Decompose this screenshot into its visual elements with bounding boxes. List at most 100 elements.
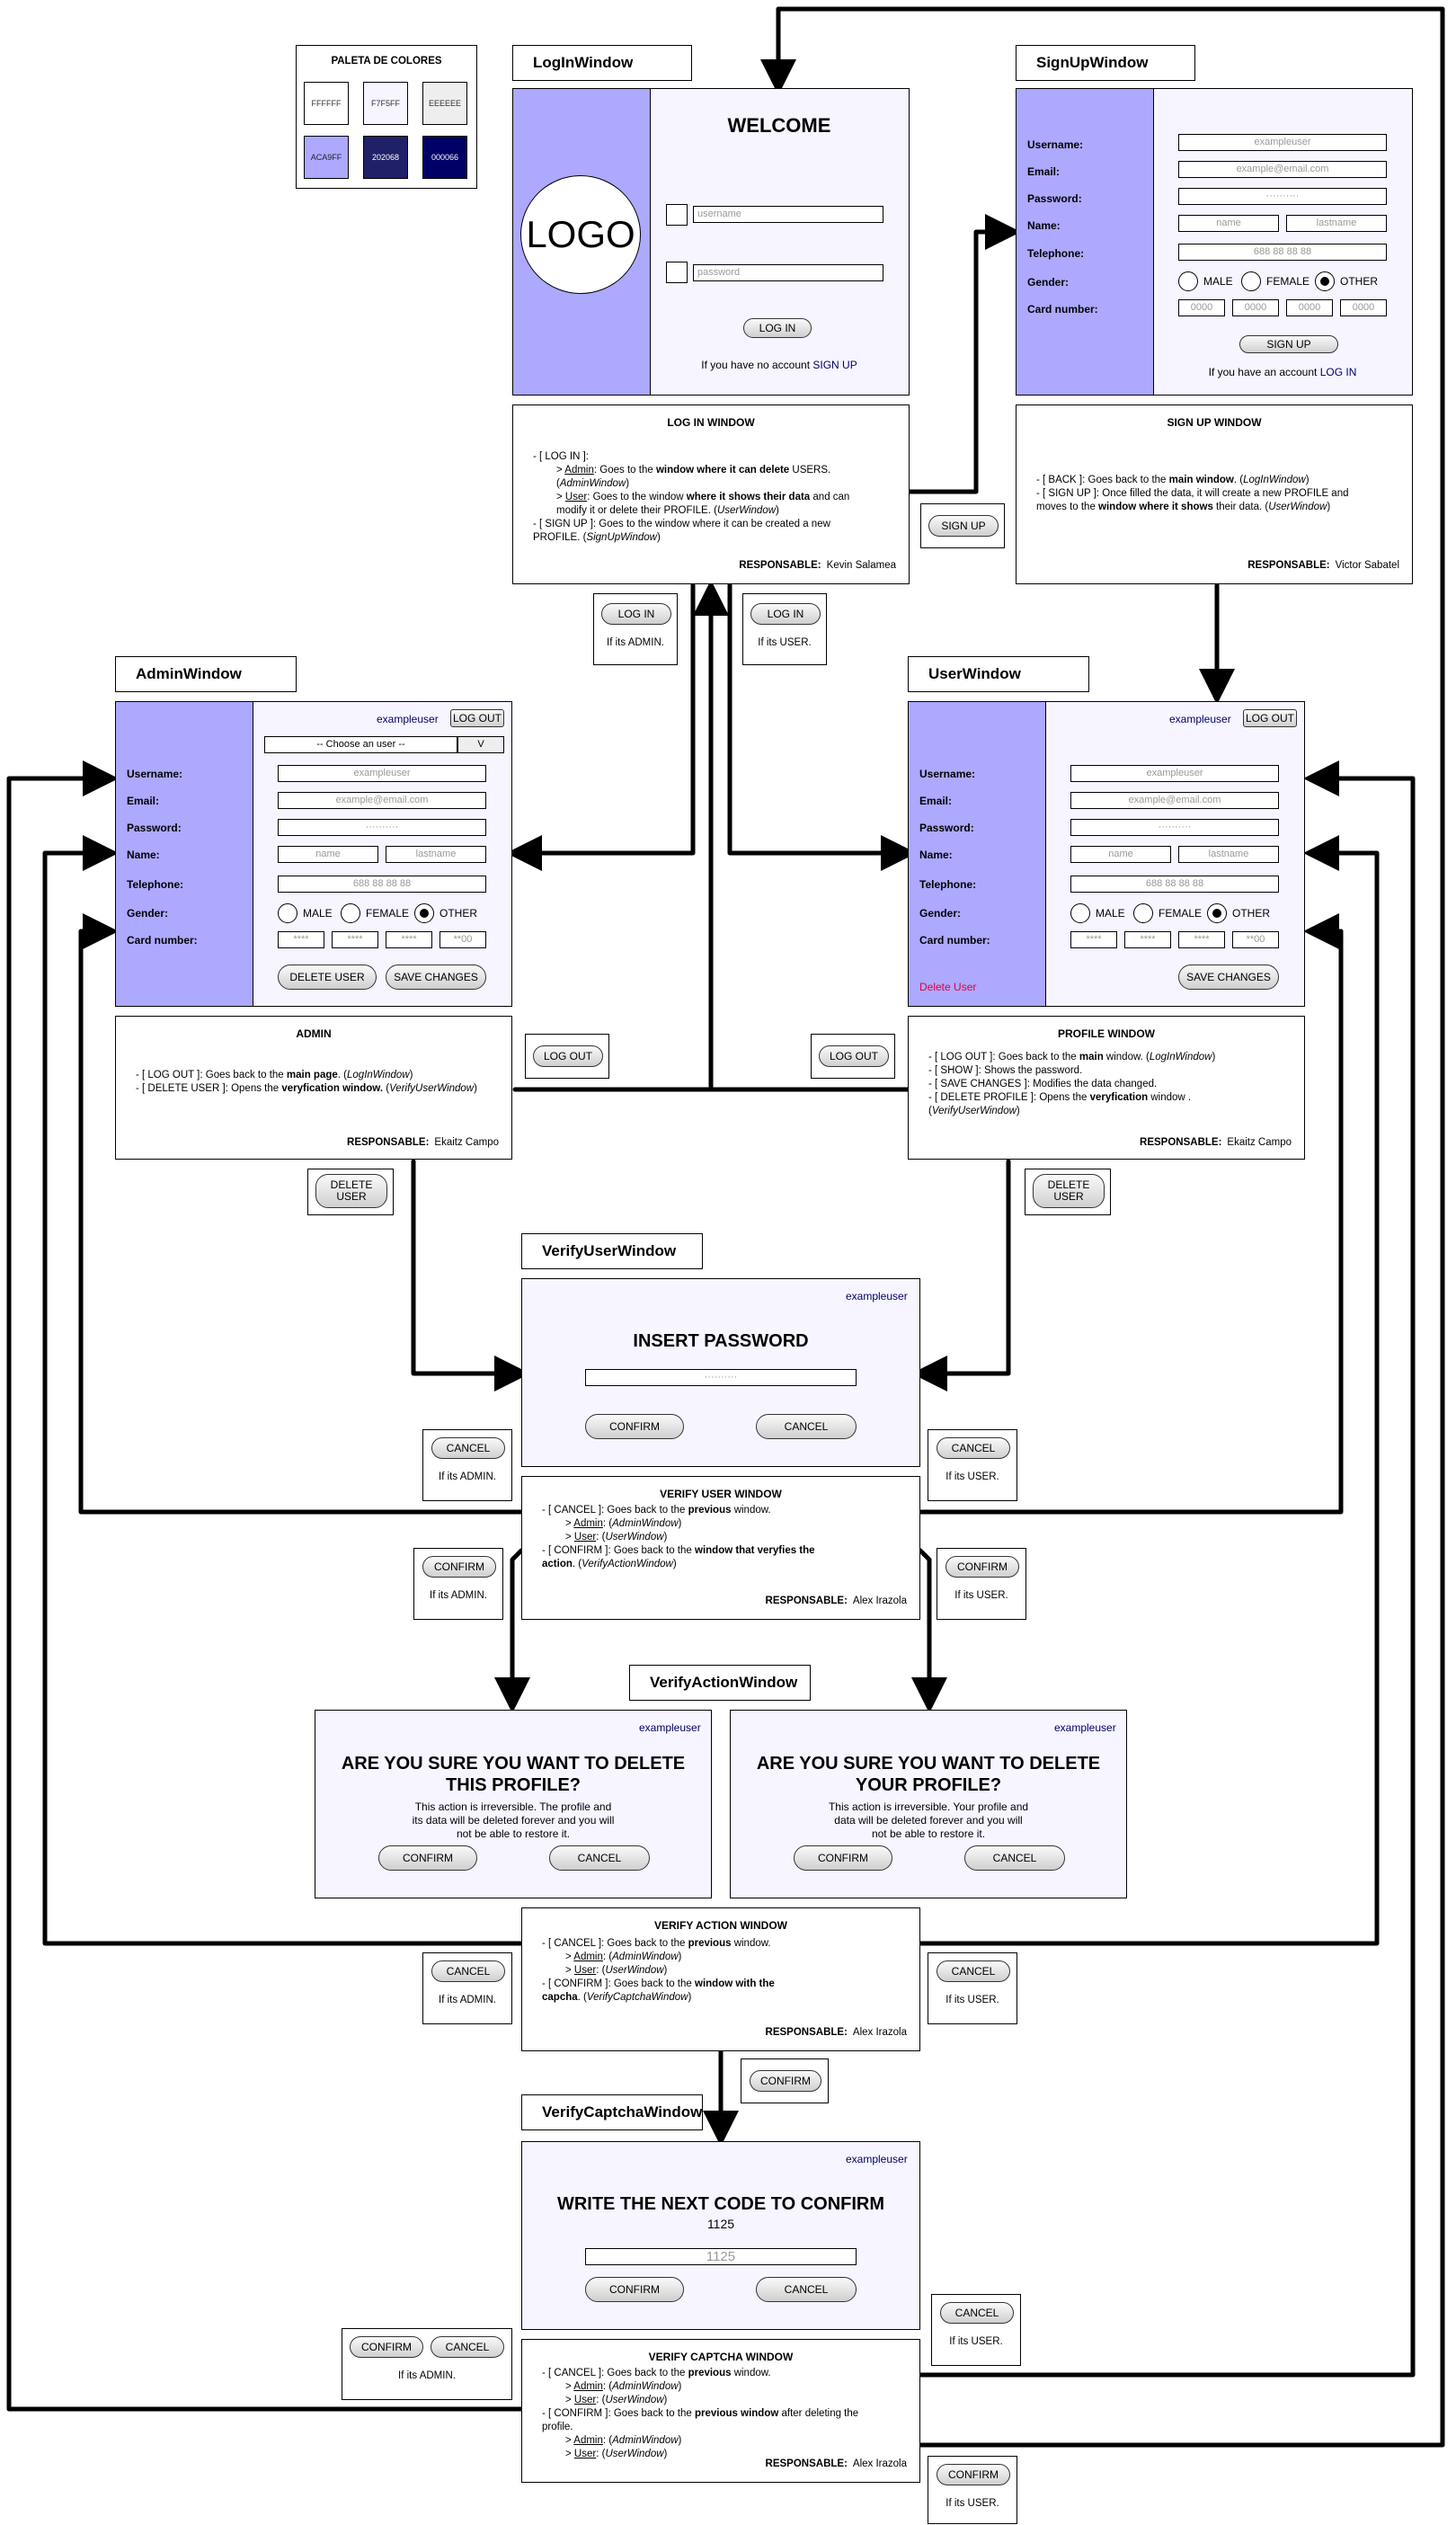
login-responsable: Kevin Salamea	[826, 560, 896, 571]
signup-trigger-button[interactable]: SIGN UP	[928, 515, 999, 537]
captcha-confirm-admin-trigger[interactable]: CONFIRM	[350, 2336, 423, 2358]
swatch-aca9ff: ACA9FF	[304, 136, 349, 179]
connector-verifyuser-cancel-user	[918, 913, 1344, 1515]
verifycaptcha-description: VERIFY CAPTCHA WINDOW - [ CANCEL ]: Goes…	[521, 2339, 920, 2483]
username-checkbox[interactable]	[666, 204, 688, 226]
signup-description: SIGN UP WINDOW - [ BACK ]: Goes back to …	[1016, 405, 1413, 584]
captcha-confirm-user-trigger[interactable]: CONFIRM	[937, 2464, 1010, 2485]
verifyaction-cancel-admin-trigger[interactable]: CANCEL	[431, 1960, 505, 1982]
verifycaptcha-window: exampleuser WRITE THE NEXT CODE TO CONFI…	[521, 2141, 920, 2330]
captcha-cancel-user-trigger[interactable]: CANCEL	[940, 2302, 1014, 2324]
signup-card-2[interactable]: 0000	[1232, 299, 1279, 316]
login-user-trigger[interactable]: LOG IN	[750, 603, 821, 625]
login-link[interactable]: LOG IN	[1319, 366, 1357, 378]
signup-name-input[interactable]: name	[1178, 215, 1279, 232]
signup-button[interactable]: SIGN UP	[1239, 335, 1338, 353]
signup-other-radio[interactable]	[1315, 271, 1335, 291]
admin-delete-user-button[interactable]: DELETE USER	[278, 965, 377, 990]
login-window: LOGO WELCOME username password LOG IN If…	[512, 88, 910, 396]
choose-user-select[interactable]: -- Choose an user --	[264, 736, 457, 753]
palette-title: PALETA DE COLORES	[331, 56, 442, 67]
verifyaction-user-window: exampleuser ARE YOU SURE YOU WANT TO DEL…	[730, 1710, 1127, 1898]
verifyuser-cancel-admin-trigger[interactable]: CANCEL	[431, 1437, 505, 1459]
login-password-input[interactable]: password	[693, 264, 883, 281]
captcha-confirm-button[interactable]: CONFIRM	[585, 2277, 684, 2302]
login-button[interactable]: LOG IN	[743, 318, 812, 338]
color-palette: PALETA DE COLORES FFFFFF F7F5FF EEEEEE A…	[296, 45, 477, 189]
user-window: exampleuser LOG OUT Username: exampleuse…	[908, 701, 1305, 1007]
connector-login-to-user	[727, 582, 917, 871]
signup-card-3[interactable]: 0000	[1286, 299, 1333, 316]
connector-captcha-user-to-login	[760, 6, 1445, 2448]
admin-description: ADMIN - [ LOG OUT ]: Goes back to the ma…	[115, 1016, 512, 1160]
user-logout-button[interactable]: LOG OUT	[1243, 709, 1297, 727]
connector-login-to-signup	[907, 214, 1021, 494]
admin-window-label: AdminWindow	[115, 656, 297, 692]
verifyuser-description: VERIFY USER WINDOW - [ CANCEL ]: Goes ba…	[521, 1476, 920, 1620]
signup-female-radio[interactable]	[1241, 271, 1261, 291]
swatch-f7f5ff: F7F5FF	[363, 82, 408, 125]
verifyuser-password-input[interactable]: ··········	[585, 1369, 857, 1386]
user-save-changes-button[interactable]: SAVE CHANGES	[1178, 965, 1279, 990]
verifyaction-admin-window: exampleuser ARE YOU SURE YOU WANT TO DEL…	[315, 1710, 712, 1898]
swatch-ffffff: FFFFFF	[304, 82, 349, 125]
password-checkbox[interactable]	[666, 262, 688, 283]
connector-verifyuser-confirm-user	[911, 1548, 947, 1713]
connector-verifyaction-cancel-user	[918, 835, 1380, 1946]
admin-save-changes-button[interactable]: SAVE CHANGES	[386, 965, 486, 990]
connector-captcha-cancel-admin	[6, 760, 524, 2412]
login-window-label: LogInWindow	[512, 45, 692, 81]
signup-link[interactable]: SIGN UP	[812, 359, 857, 371]
verifyuser-confirm-user-trigger[interactable]: CONFIRM	[946, 1556, 1019, 1578]
connector-captcha-cancel-user	[918, 760, 1416, 2378]
connector-user-to-verifyuser	[911, 1159, 1011, 1391]
verifyuser-cancel-user-trigger[interactable]: CANCEL	[937, 1437, 1010, 1459]
verifyuser-window: exampleuser INSERT PASSWORD ·········· C…	[521, 1278, 920, 1467]
swatch-eeeeee: EEEEEE	[422, 82, 467, 125]
verifyaction-user-confirm-button[interactable]: CONFIRM	[794, 1845, 892, 1871]
admin-window: exampleuser LOG OUT -- Choose an user --…	[115, 701, 512, 1007]
login-desc-title: LOG IN WINDOW	[667, 416, 755, 429]
swatch-202068: 202068	[363, 136, 408, 179]
captcha-cancel-button[interactable]: CANCEL	[756, 2277, 857, 2302]
connector-admin-to-verifyuser	[411, 1159, 530, 1391]
signup-card-1[interactable]: 0000	[1178, 299, 1225, 316]
delete-user-link[interactable]: Delete User	[919, 981, 977, 993]
captcha-input[interactable]: 1125	[585, 2248, 857, 2265]
connector-verifyaction-cancel-admin	[42, 835, 524, 1946]
signup-card-4[interactable]: 0000	[1340, 299, 1387, 316]
login-admin-trigger[interactable]: LOG IN	[601, 603, 671, 625]
verifyaction-confirm-trigger[interactable]: CONFIRM	[750, 2070, 821, 2092]
signup-phone-input[interactable]: 688 88 88 88	[1178, 244, 1387, 261]
verifyaction-user-cancel-button[interactable]: CANCEL	[964, 1845, 1065, 1871]
verifyaction-cancel-user-trigger[interactable]: CANCEL	[937, 1960, 1010, 1982]
signup-email-input[interactable]: example@email.com	[1178, 161, 1387, 178]
admin-logout-button[interactable]: LOG OUT	[450, 709, 504, 727]
connector-verifyuser-confirm-admin	[494, 1548, 530, 1713]
signup-lastname-input[interactable]: lastname	[1286, 215, 1387, 232]
logout-admin-trigger[interactable]: LOG OUT	[533, 1045, 603, 1067]
verifycaptcha-window-label: VerifyCaptchaWindow	[521, 2094, 703, 2130]
signup-window-label: SignUpWindow	[1016, 45, 1195, 81]
signup-password-input[interactable]: ··········	[1178, 188, 1387, 205]
logo: LOGO	[520, 175, 641, 294]
verifyaction-description: VERIFY ACTION WINDOW - [ CANCEL ]: Goes …	[521, 1907, 920, 2051]
verifyaction-admin-confirm-button[interactable]: CONFIRM	[378, 1845, 477, 1871]
login-username-input[interactable]: username	[693, 206, 883, 223]
verifyuser-confirm-button[interactable]: CONFIRM	[585, 1414, 684, 1439]
login-description: LOG IN WINDOW - [ LOG IN ]: > Admin: Goe…	[512, 405, 910, 584]
logout-user-trigger[interactable]: LOG OUT	[819, 1045, 889, 1067]
verifyuser-cancel-button[interactable]: CANCEL	[756, 1414, 857, 1439]
captcha-cancel-admin-trigger[interactable]: CANCEL	[431, 2336, 504, 2358]
verifyaction-admin-cancel-button[interactable]: CANCEL	[549, 1845, 650, 1871]
verifyuser-window-label: VerifyUserWindow	[521, 1233, 703, 1269]
dropdown-arrow[interactable]: V	[457, 736, 504, 753]
signup-username-input[interactable]: exampleuser	[1178, 134, 1387, 151]
verifyuser-confirm-admin-trigger[interactable]: CONFIRM	[422, 1556, 496, 1578]
verifyaction-window-label: VerifyActionWindow	[629, 1665, 811, 1701]
signup-male-radio[interactable]	[1178, 271, 1198, 291]
admin-username: exampleuser	[377, 713, 439, 725]
